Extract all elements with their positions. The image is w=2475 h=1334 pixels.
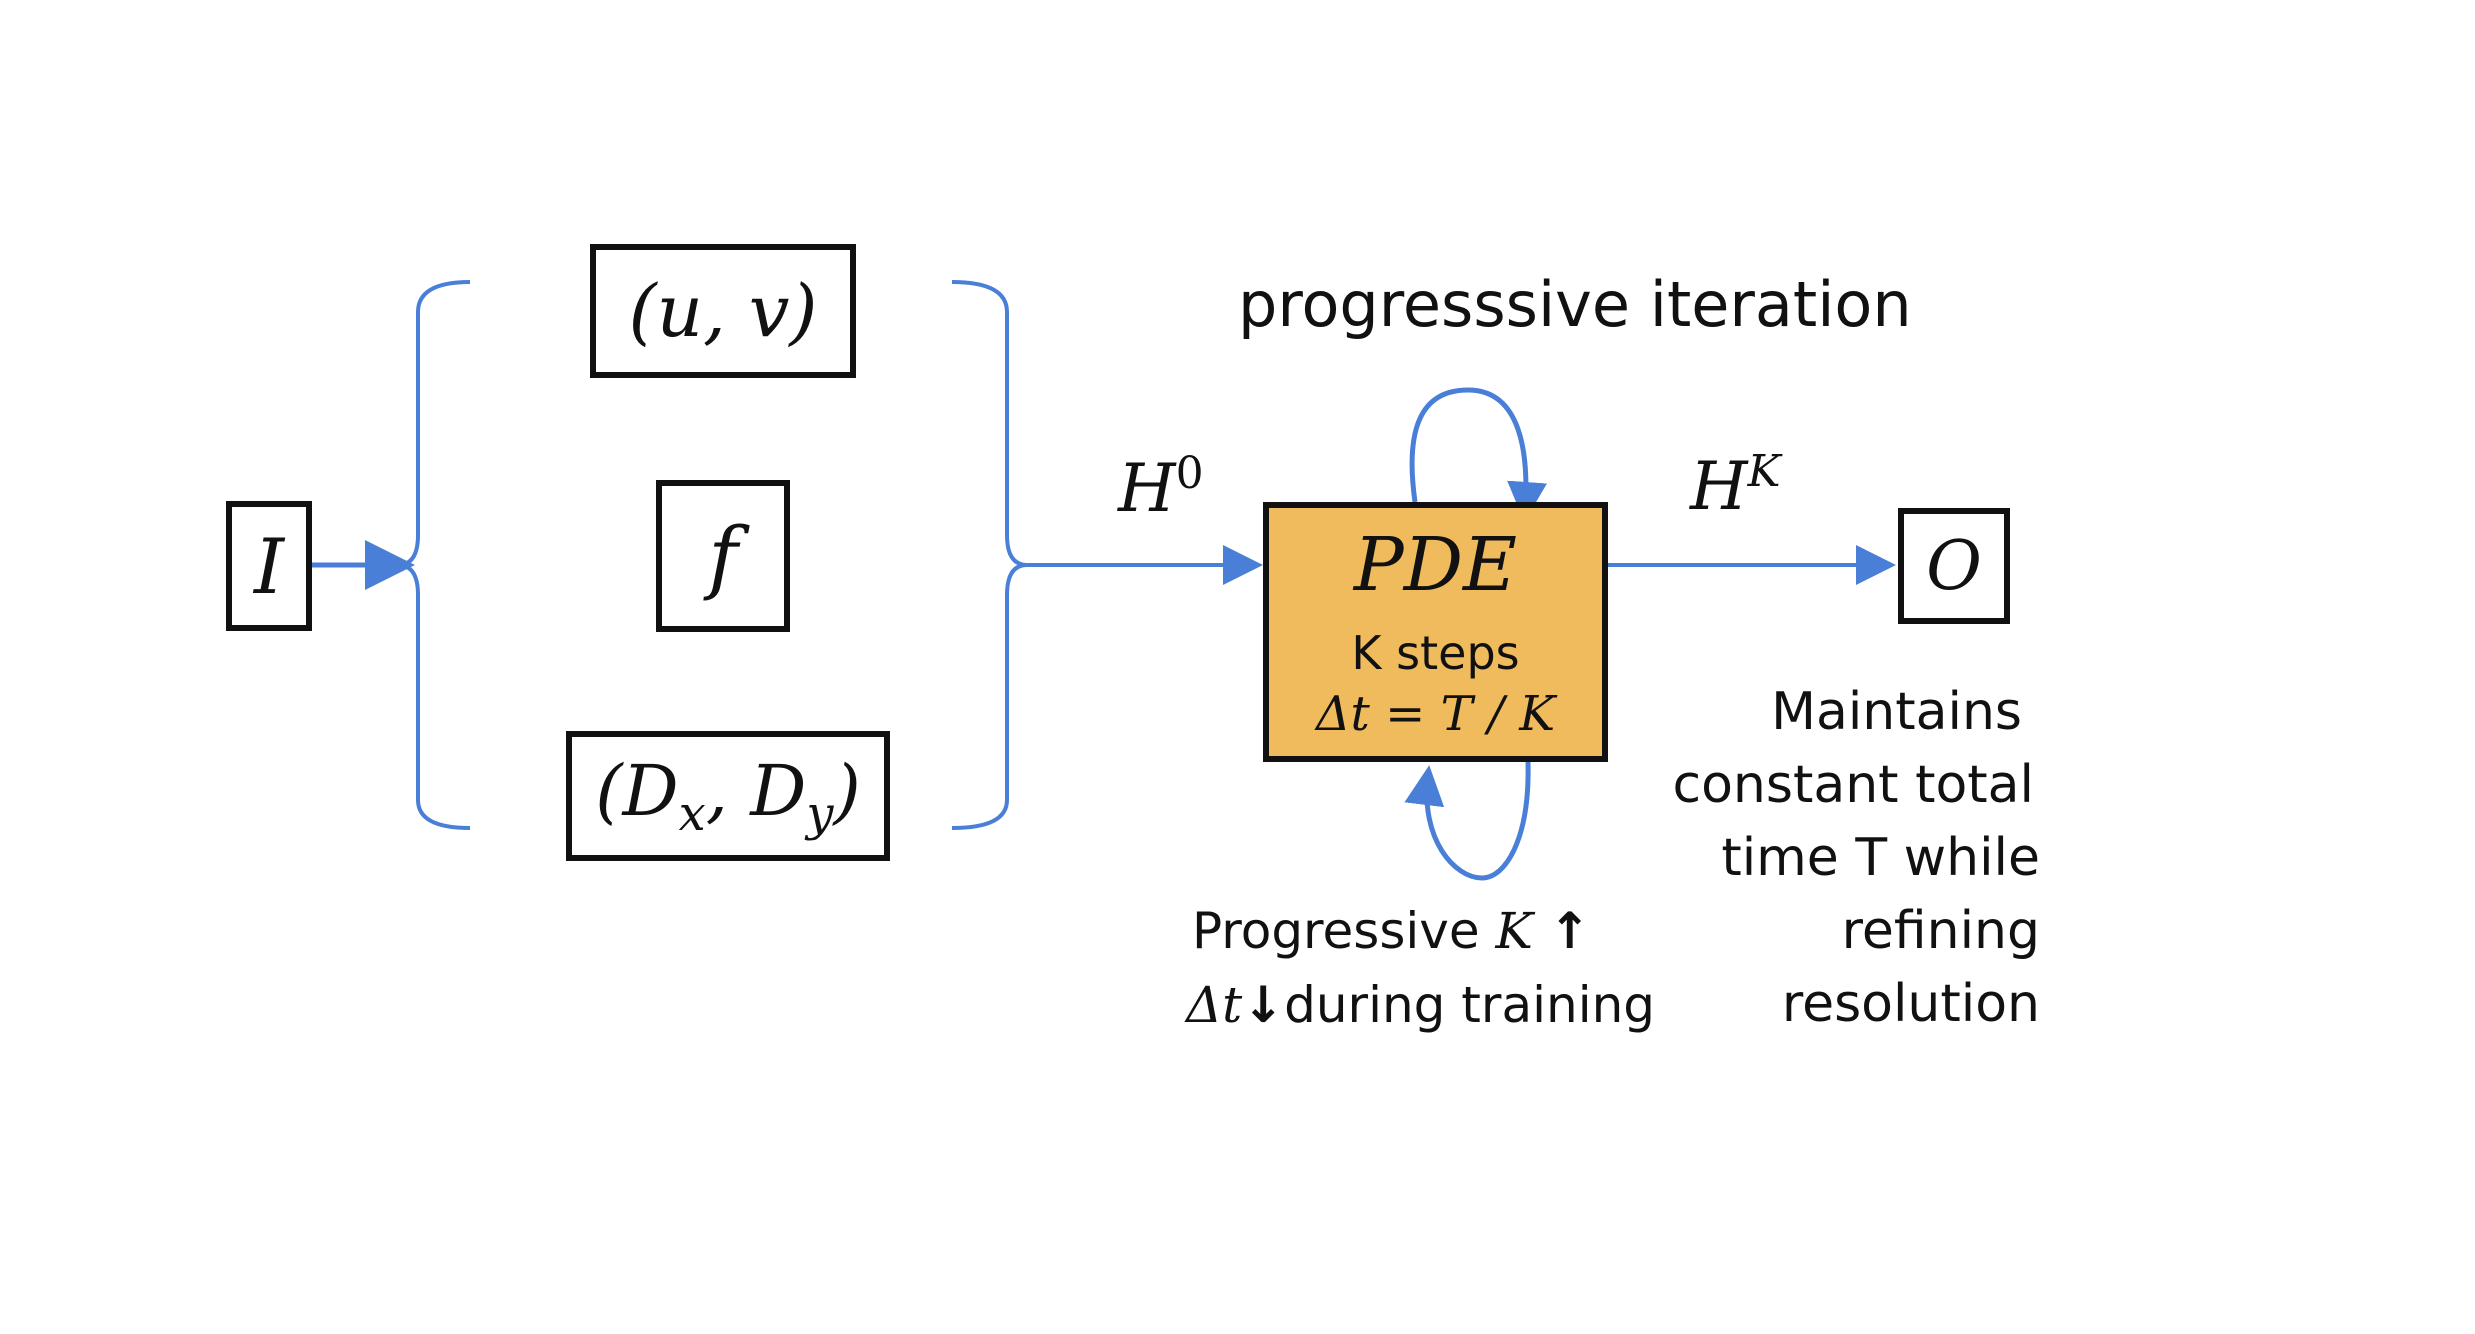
note-line-2: constant total xyxy=(1672,755,2035,815)
progressive-k-line: Progressive K ↑ xyxy=(1192,902,1591,960)
note-line-4: refining xyxy=(1841,901,2040,961)
note-line-1: Maintains xyxy=(1771,682,2022,742)
diffusion-box: (Dx, Dy) xyxy=(566,731,890,861)
feature-box: f xyxy=(656,480,790,632)
hk-label: HK xyxy=(1690,446,1780,525)
loop-title: progresssive iteration xyxy=(1238,268,1912,341)
flow-box: (u, v) xyxy=(590,244,856,378)
progressive-prefix: Progressive xyxy=(1192,902,1496,960)
hk-sup: K xyxy=(1747,446,1781,497)
progressive-dt-var: Δt xyxy=(1186,976,1243,1034)
diffusion-sub-y: y xyxy=(806,786,834,842)
progressive-dt-line: Δt↓during training xyxy=(1186,976,1655,1034)
output-label: O xyxy=(1926,526,1982,606)
left-brace xyxy=(397,280,471,830)
hk-base: H xyxy=(1690,448,1748,525)
flow-label: (u, v) xyxy=(628,269,818,353)
top-loop-arrow xyxy=(1409,387,1548,522)
diffusion-mid: , D xyxy=(705,750,807,832)
h0-label: H0 xyxy=(1118,448,1204,527)
pde-steps: K steps xyxy=(1351,626,1520,680)
progressive-up-arrow: ↑ xyxy=(1548,902,1591,960)
progressive-dt-suffix: during training xyxy=(1284,976,1656,1034)
pde-dt-formula: Δt = T / K xyxy=(1315,686,1556,742)
bottom-loop-arrow xyxy=(1404,761,1531,881)
feature-label: f xyxy=(708,509,738,603)
diffusion-close: ) xyxy=(833,750,861,832)
h0-base: H xyxy=(1118,450,1176,527)
output-box: O xyxy=(1898,508,2010,624)
diffusion-sub-x: x xyxy=(678,786,706,842)
diffusion-label: (Dx, Dy) xyxy=(595,750,861,842)
h0-sup: 0 xyxy=(1175,448,1204,499)
note-line-5: resolution xyxy=(1781,974,2040,1034)
progressive-down-arrow: ↓ xyxy=(1242,976,1285,1034)
pde-title: PDE xyxy=(1353,522,1518,608)
resolution-note: Maintains constant total time T while re… xyxy=(1640,676,2041,1041)
pde-box: PDE K steps Δt = T / K xyxy=(1263,502,1608,762)
right-brace xyxy=(951,280,1028,830)
progressive-k-var: K xyxy=(1495,902,1533,960)
input-image-label: I xyxy=(253,521,285,611)
diffusion-open: (D xyxy=(595,750,679,832)
input-image-box: I xyxy=(226,501,312,631)
note-line-3: time T while xyxy=(1721,828,2040,888)
